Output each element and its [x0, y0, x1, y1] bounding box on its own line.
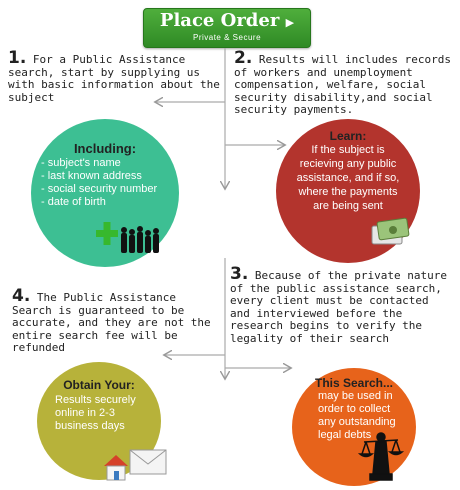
obtain-text: Results securely online in 2-3 business … [55, 394, 136, 432]
including-title: Including: [73, 141, 137, 156]
search-title: This Search... [314, 376, 394, 390]
step-4-text: The Public Assistance Search is guarante… [12, 291, 211, 354]
including-item: - subject's name [41, 157, 121, 169]
step-1: 1. For a Public Assistance search, start… [8, 50, 223, 104]
justice-statue-icon [357, 432, 405, 481]
step-3: 3. Because of the private nature of the … [230, 266, 454, 345]
step-2-number: 2. [234, 48, 253, 68]
including-item: - date of birth [41, 196, 106, 208]
learn-text: If the subject is recieving any public a… [296, 144, 400, 212]
step-2-text: Results will includes records of workers… [234, 53, 451, 116]
including-list: - subject's name - last known address - … [41, 157, 157, 209]
place-order-title: Place Order ▶ [159, 10, 295, 31]
step-4: 4. The Public Assistance Search is guara… [12, 288, 220, 355]
obtain-title: Obtain Your: [63, 378, 135, 392]
money-icon [371, 217, 410, 245]
step-1-text: For a Public Assistance search, start by… [8, 53, 220, 104]
step-4-number: 4. [12, 286, 31, 306]
step-2: 2. Results will includes records of work… [234, 50, 456, 117]
search-circle: This Search... may be used in order to c… [292, 368, 416, 486]
step-1-number: 1. [8, 48, 27, 68]
step-3-text: Because of the private nature of the pub… [230, 269, 447, 345]
including-item: - last known address [41, 170, 142, 182]
search-text: may be used in order to collect any outs… [318, 390, 396, 441]
place-order-subtitle: Private & Secure [192, 33, 262, 42]
house-envelope-icon [104, 449, 167, 481]
step-3-number: 3. [230, 264, 249, 284]
arrow-right-icon: ▶ [285, 16, 295, 29]
place-order-button[interactable]: Place Order ▶ Private & Secure [143, 8, 311, 48]
learn-title: Learn: [329, 129, 367, 143]
people-group-icon [96, 222, 159, 253]
including-item: - social security number [41, 183, 158, 195]
